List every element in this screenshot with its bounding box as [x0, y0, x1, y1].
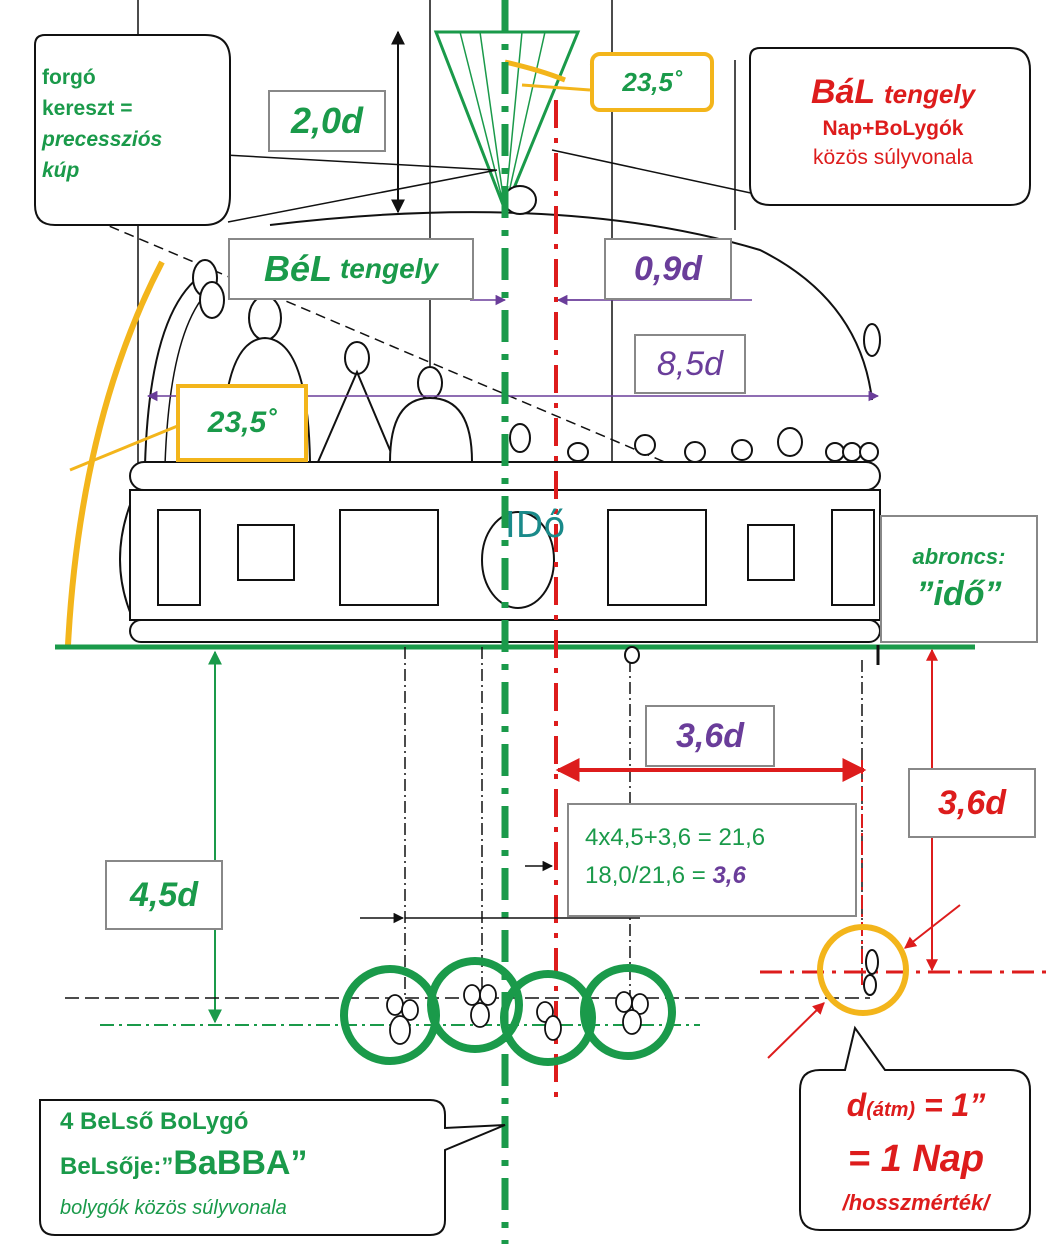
forgo-line4: kúp [42, 159, 80, 182]
angle-top-label: 23,5˚ [590, 52, 714, 112]
abroncs-line1: abroncs: [912, 544, 1006, 569]
dim-0-9d-label: 0,9d [604, 238, 732, 300]
angle-top-arc [504, 59, 566, 83]
belso-line1: 4 BeLső BoLygó [60, 1108, 249, 1135]
dim-8-5d-label: 8,5d [634, 334, 746, 394]
sun-note-label: d(átm) = 1” = 1 Nap /hosszmérték/ [805, 1082, 1027, 1221]
sun-line1: d(átm) = 1” [846, 1087, 986, 1123]
abroncs-line2: ”idő” [916, 575, 1002, 613]
sun-line2: = 1 Nap [847, 1138, 985, 1180]
angle-left-label: 23,5˚ [176, 384, 308, 462]
bubble-sun [799, 1025, 1031, 1231]
bal-line3: közös súlyvonala [813, 146, 973, 169]
abroncs-label: abroncs: ”idő” [880, 515, 1038, 643]
formula-line1: 4x4,5+3,6 = 21,6 [585, 824, 766, 851]
crown-band [119, 461, 881, 643]
ido-center-label: IDő [505, 505, 566, 546]
bubble-forgo [34, 34, 231, 226]
dim-4-5d-label: 4,5d [105, 860, 223, 930]
bal-tengely-label: BáL tengely Nap+BoLygók közös súlyvonala [762, 72, 1024, 172]
angle-left-arc [65, 260, 165, 646]
belso-line2: BeLsője:”BaBBA” [60, 1144, 308, 1182]
dim-2-0d-label: 2,0d [268, 90, 386, 152]
dim-3-6d-right-label: 3,6d [908, 768, 1036, 838]
crown-dome-arc [269, 211, 873, 401]
forgo-line3: precessziós [42, 128, 163, 151]
sun-line3: /hosszmérték/ [842, 1190, 990, 1215]
forgo-kereszt-label: forgó kereszt = precessziós kúp [42, 62, 222, 186]
sun-circle [817, 924, 909, 1016]
forgo-line1: forgó [42, 66, 96, 89]
bubble-bal [749, 47, 1031, 206]
bal-title-sub: tengely [884, 79, 976, 109]
dim-3-6d-top-label: 3,6d [645, 705, 775, 767]
belso-line3: bolygók közös súlyvonala [60, 1197, 287, 1219]
cross-base [503, 185, 537, 215]
planet-figures [386, 984, 649, 1045]
bel-tengely-label: BéL tengely [228, 238, 474, 300]
bubble-belso [39, 1099, 506, 1236]
belso-bolygo-label: 4 BeLső BoLygó BeLsője:”BaBBA” bolygók k… [60, 1104, 440, 1223]
bal-title: BáL [810, 73, 875, 111]
inner-planets [340, 957, 676, 1066]
formula-line2: 18,0/21,6 = 3,6 [585, 862, 746, 889]
forgo-line2: kereszt = [42, 97, 133, 120]
formula-box: 4x4,5+3,6 = 21,6 18,0/21,6 = 3,6 [567, 803, 857, 917]
bal-line2: Nap+BoLygók [822, 117, 964, 140]
